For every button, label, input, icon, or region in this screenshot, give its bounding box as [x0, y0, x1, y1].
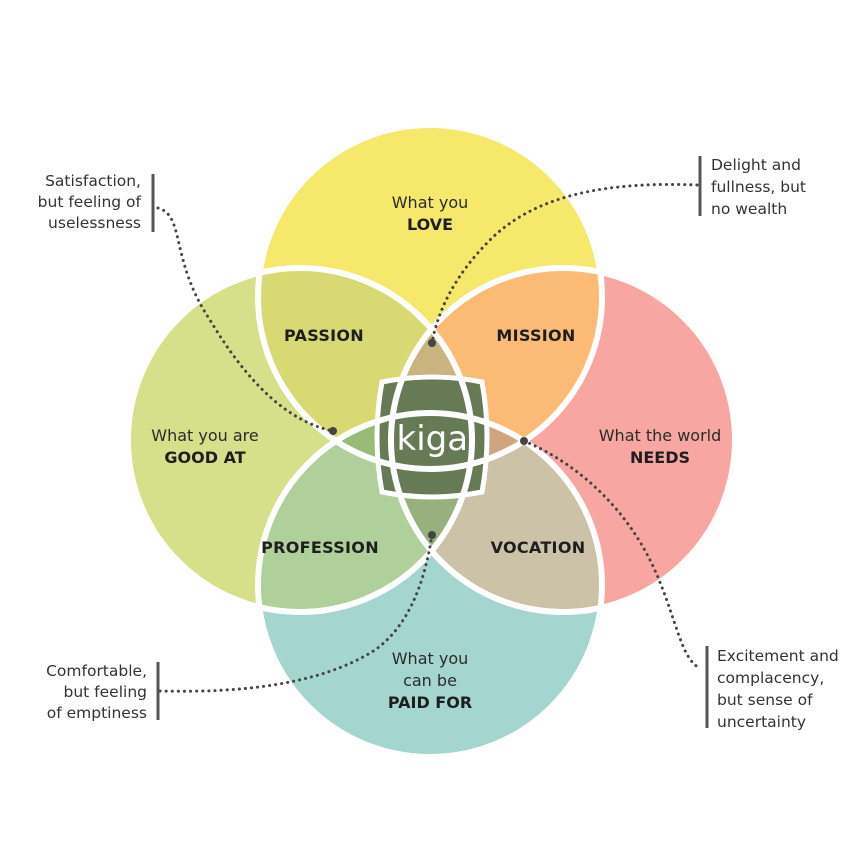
note-bottom-right-line4: uncertainty — [717, 713, 806, 731]
love-line1: What you — [392, 193, 469, 212]
needs-line1: What the world — [599, 426, 722, 445]
note-top-right-line1: Delight and — [711, 156, 801, 174]
note-bars — [151, 156, 709, 728]
note-top-right-line3: no wealth — [711, 200, 787, 218]
note-bottom-left: Comfortable, but feeling of emptiness — [46, 662, 147, 722]
vocation-label: VOCATION — [491, 538, 586, 557]
ikigai-label: Ikigai — [386, 419, 477, 459]
connector-top-right — [430, 182, 699, 345]
note-bottom-right-line3: but sense of — [717, 691, 813, 709]
connectors — [156, 182, 702, 693]
connector-dots — [329, 339, 528, 539]
good-at-line1: What you are — [151, 426, 258, 445]
note-bottom-left-line2: but feeling — [64, 683, 147, 701]
note-top-right: Delight and fullness, but no wealth — [711, 156, 806, 218]
paid-for-line3: PAID FOR — [388, 693, 472, 712]
note-bottom-left-line1: Comfortable, — [46, 662, 147, 680]
paid-for-line2: can be — [403, 671, 457, 690]
note-bottom-right-line1: Excitement and — [717, 647, 839, 665]
ikigai-outline — [374, 374, 490, 500]
note-bottom-right-line2: complacency, — [717, 669, 824, 687]
connector-top-left — [156, 206, 335, 433]
note-top-left-line1: Satisfaction, — [45, 172, 141, 190]
mission-label: MISSION — [496, 326, 575, 345]
note-bottom-right: Excitement and complacency, but sense of… — [717, 647, 839, 731]
connector-bottom-left — [158, 533, 434, 693]
circle-dividers — [125, 122, 738, 760]
note-top-left-line3: uselessness — [48, 214, 141, 232]
connector-bottom-right — [522, 439, 702, 670]
passion-label: PASSION — [284, 326, 364, 345]
note-bottom-left-line3: of emptiness — [47, 704, 147, 722]
love-line2: LOVE — [407, 215, 453, 234]
profession-label: PROFESSION — [261, 538, 379, 557]
good-at-line2: GOOD AT — [164, 448, 245, 467]
note-top-right-line2: fullness, but — [711, 178, 806, 196]
note-top-left: Satisfaction, but feeling of uselessness — [38, 172, 142, 232]
needs-line2: NEEDS — [630, 448, 690, 467]
paid-for-line1: What you — [392, 649, 469, 668]
note-top-left-line2: but feeling of — [38, 193, 142, 211]
